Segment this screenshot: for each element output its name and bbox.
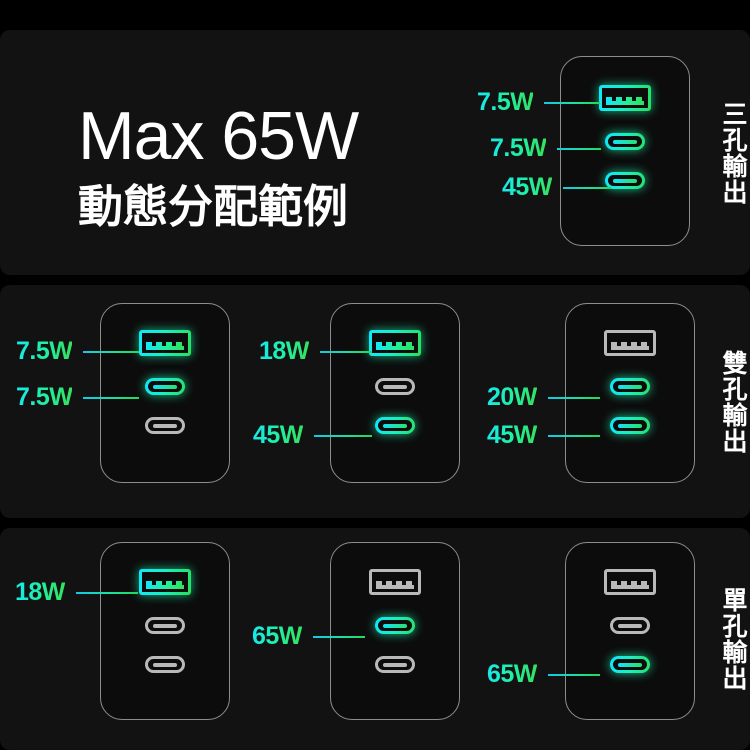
usb-a-contact-icon [606,97,644,105]
wattage-value: 7.5W [490,134,547,162]
wattage-value: 7.5W [16,383,73,411]
usb-c-port-2[interactable] [145,417,185,434]
usb-c-port-2[interactable] [610,417,650,434]
usb-c-port-1[interactable] [145,617,185,634]
usb-a-contact-icon [146,342,184,350]
usb-a-contact-icon [376,581,414,589]
wattage-label-usb-c-2: 45W [253,421,372,450]
usb-c-port-2[interactable] [610,656,650,673]
leader-line [319,350,372,353]
usb-a-port[interactable] [369,330,421,356]
port-stack [101,330,229,434]
usb-c-port-2[interactable] [375,656,415,673]
wattage-value: 45W [253,421,303,449]
leader-line [547,434,600,437]
leader-line [547,673,600,676]
usb-a-port[interactable] [604,330,656,356]
wattage-value: 7.5W [477,88,534,116]
page-title: Max 65W [78,98,359,174]
usb-a-port[interactable] [139,330,191,356]
usb-a-contact-icon [611,581,649,589]
page-subtitle: 動態分配範例 [78,180,349,233]
wattage-value: 65W [252,622,302,650]
wattage-value: 7.5W [16,337,73,365]
wattage-label-usb-c-2: 45W [487,421,600,450]
row-label-single-port: 單孔輸出 [719,587,748,691]
usb-c-port-2[interactable] [605,172,645,189]
wattage-label-usb-c-1: 7.5W [490,134,602,163]
usb-c-port-2[interactable] [145,656,185,673]
usb-a-contact-icon [376,342,414,350]
charger-body [100,303,230,483]
leader-line [83,350,140,353]
hero-block: Max 65W 動態分配範例 [78,98,359,233]
usb-c-port-1[interactable] [610,378,650,395]
usb-c-port-1[interactable] [375,378,415,395]
leader-line [312,635,365,638]
charger-body [565,303,695,483]
usb-a-port[interactable] [604,569,656,595]
unit-dual-a-c1: 7.5W 7.5W [16,285,240,518]
wattage-label-usb-c-1: 65W [252,622,365,651]
wattage-label-usb-a: 7.5W [477,88,601,117]
unit-three-port: 7.5W 7.5W 45W [477,30,710,275]
row-label-three-port: 三孔輸出 [719,100,748,205]
charger-body [330,303,460,483]
wattage-label-usb-c-1: 20W [487,383,600,412]
leader-line [562,186,611,189]
usb-a-port[interactable] [139,569,191,595]
usb-a-contact-icon [146,581,184,589]
wattage-label-usb-c-2: 65W [487,660,600,689]
leader-line [544,101,601,104]
usb-c-port-1[interactable] [605,133,645,150]
wattage-value: 65W [487,660,537,688]
wattage-label-usb-c-1: 7.5W [16,383,140,412]
wattage-value: 18W [259,337,309,365]
usb-c-port-1[interactable] [145,378,185,395]
port-stack [561,85,689,189]
row-three-port-output: Max 65W 動態分配範例 7.5W 7.5W [0,30,750,275]
unit-dual-c1-c2: 20W 45W [487,285,705,518]
leader-line [83,396,140,399]
charger-body [565,542,695,720]
unit-single-c2: 65W [487,528,705,750]
wattage-label-usb-c-2: 45W [502,173,611,202]
usb-a-port[interactable] [369,569,421,595]
row-dual-port-output: 7.5W 7.5W 18W [0,285,750,518]
wattage-value: 20W [487,383,537,411]
wattage-value: 18W [15,578,65,606]
usb-c-port-1[interactable] [610,617,650,634]
row-label-dual-port: 雙孔輸出 [719,349,748,454]
unit-single-a: 18W [15,528,240,750]
port-stack [331,569,459,673]
leader-line [547,396,600,399]
row-single-port-output: 18W 65W [0,528,750,750]
port-stack [101,569,229,673]
leader-line [557,147,602,150]
leader-line [75,591,138,594]
port-stack [566,330,694,434]
charger-body [330,542,460,720]
usb-a-port[interactable] [599,85,651,111]
wattage-label-usb-a: 7.5W [16,337,140,366]
usb-a-contact-icon [611,342,649,350]
wattage-label-usb-a: 18W [15,578,138,607]
charger-body [560,56,690,246]
wattage-value: 45W [487,421,537,449]
leader-line [313,434,372,437]
port-stack [566,569,694,673]
unit-single-c1: 65W [252,528,470,750]
port-stack [331,330,459,434]
unit-dual-a-c2: 18W 45W [253,285,470,518]
usb-c-port-2[interactable] [375,417,415,434]
wattage-value: 45W [502,173,552,201]
wattage-label-usb-a: 18W [259,337,372,366]
usb-c-port-1[interactable] [375,617,415,634]
charger-body [100,542,230,720]
